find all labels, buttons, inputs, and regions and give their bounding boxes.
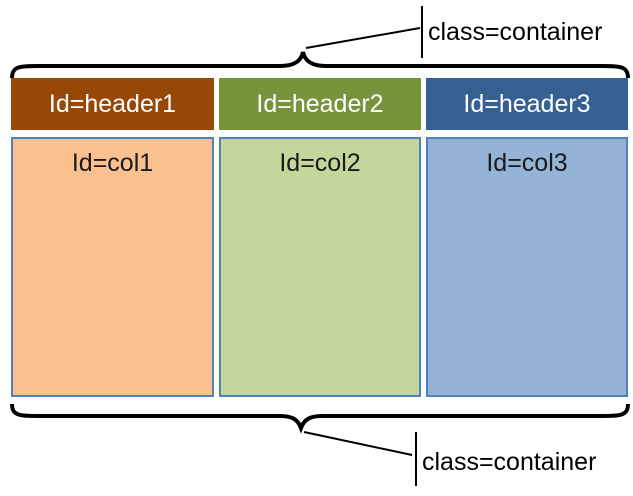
- header1-box: Id=header1: [11, 78, 214, 130]
- top-container-label: class=container: [428, 18, 603, 46]
- col2-box: Id=col2: [219, 137, 421, 397]
- bottom-container-label: class=container: [422, 448, 597, 476]
- bottom-brace: [10, 403, 630, 434]
- col3-box: Id=col3: [426, 137, 628, 397]
- col3-label: Id=col3: [486, 149, 568, 177]
- header2-box: Id=header2: [219, 78, 421, 130]
- col1-label: Id=col1: [71, 149, 154, 177]
- top-brace: [10, 51, 630, 79]
- header3-box: Id=header3: [426, 78, 628, 130]
- bottom-leader-line: [303, 431, 413, 456]
- col2-label: Id=col2: [279, 149, 361, 177]
- top-leader-line: [305, 27, 421, 49]
- header2-label: Id=header2: [256, 89, 384, 118]
- header1-label: Id=header1: [48, 89, 177, 118]
- header3-label: Id=header3: [463, 89, 591, 118]
- col1-box: Id=col1: [11, 137, 214, 397]
